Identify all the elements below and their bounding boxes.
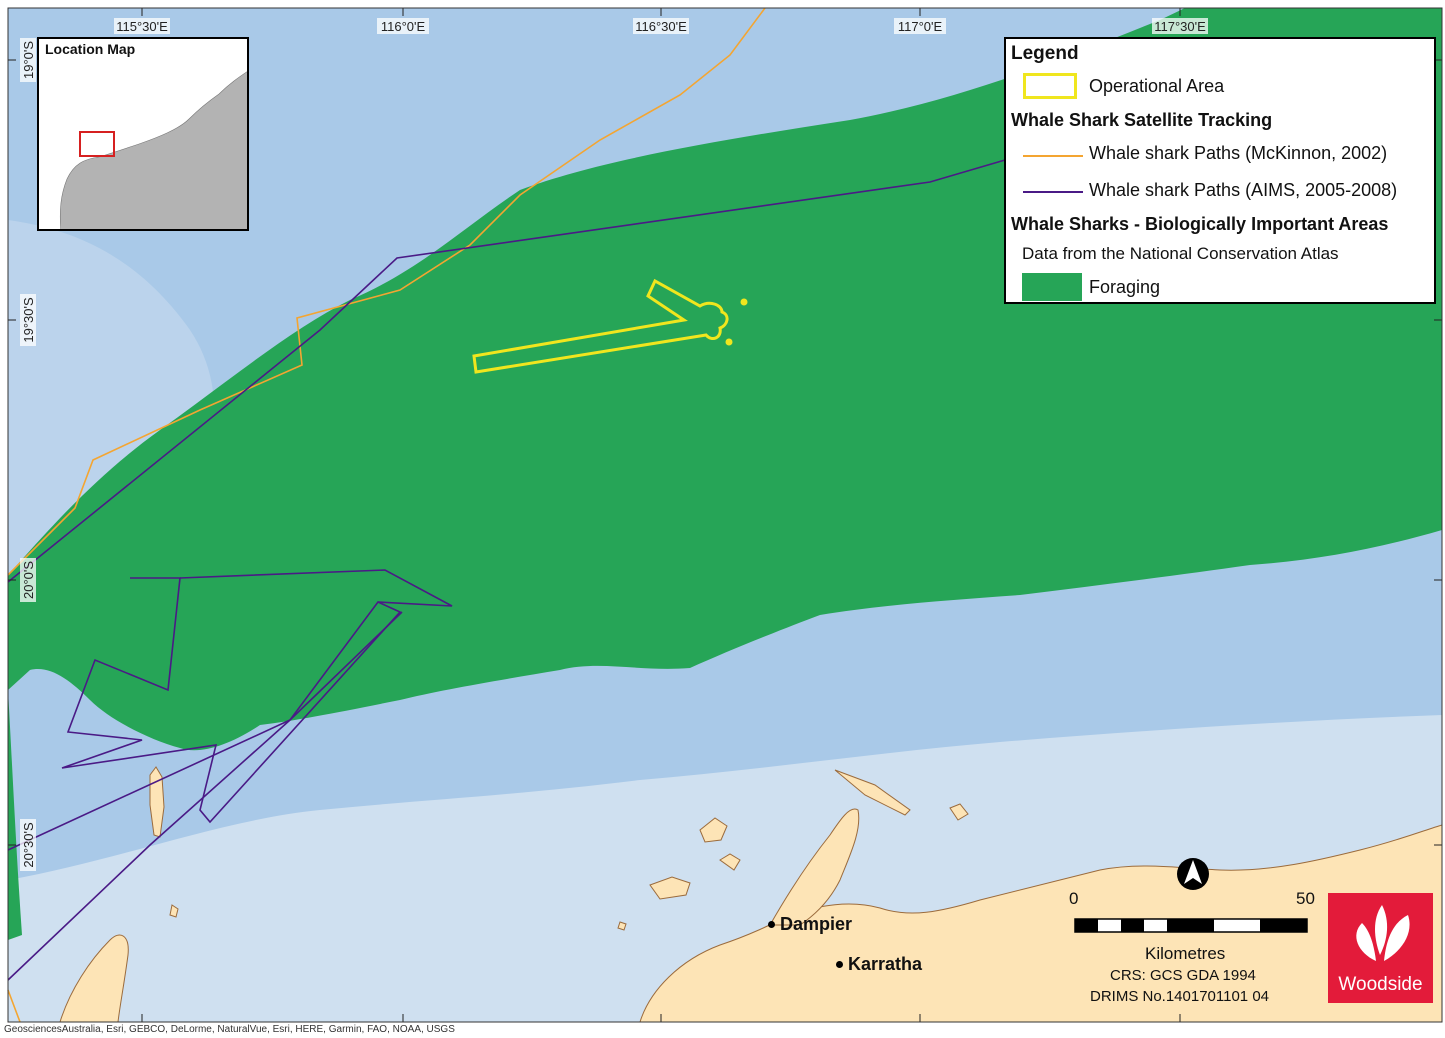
whale-shark-path-mckinnon xyxy=(7,7,766,576)
operational-area xyxy=(472,278,729,374)
dampier-marker xyxy=(768,921,775,928)
scale-bar xyxy=(1074,918,1308,933)
tick-bg xyxy=(20,558,36,602)
tick-bg xyxy=(633,18,689,34)
scale-unit-label: Kilometres xyxy=(1145,944,1226,963)
woodside-logo-icon xyxy=(1356,905,1410,961)
drims-label: DRIMS No.1401701101 04 xyxy=(1090,988,1270,1005)
lon-label-116-0: 116°0'E xyxy=(381,19,426,34)
legend: Legend Operational Area Whale Shark Sate… xyxy=(1004,37,1436,304)
inset-map xyxy=(39,39,247,229)
tick-bg xyxy=(894,18,946,34)
foraging-swatch xyxy=(1022,273,1082,301)
lat-label-19-30: 19°30'S xyxy=(21,297,36,343)
lon-label-115-30: 115°30'E xyxy=(116,19,168,34)
inset-australia xyxy=(59,71,247,229)
inset-extent-box xyxy=(79,131,115,157)
whale-shark-path-aims-north xyxy=(179,569,453,607)
burrup-peninsula xyxy=(769,808,860,926)
tick-bg xyxy=(114,18,170,34)
place-label-dampier: Dampier xyxy=(780,914,853,934)
aims-path-swatch xyxy=(1023,191,1083,193)
lat-label-19-0: 19°0'S xyxy=(21,41,36,79)
legend-path-aims: Whale shark Paths (AIMS, 2005-2008) xyxy=(1089,180,1398,200)
graticule xyxy=(8,8,1442,1022)
whale-shark-path-aims-sw xyxy=(7,611,403,981)
operational-area-swatch xyxy=(1023,73,1077,99)
tick-bg xyxy=(1152,18,1208,34)
data-credits: GeosciencesAustralia, Esri, GEBCO, DeLor… xyxy=(4,1024,455,1035)
map-border xyxy=(7,7,1443,1023)
inset-title: Location Map xyxy=(45,41,136,57)
tick-bg xyxy=(20,819,36,871)
island-southwest xyxy=(59,934,129,1023)
woodside-logo-text: Woodside xyxy=(1338,974,1423,995)
lat-label-20-0: 20°0'S xyxy=(21,561,36,599)
lon-label-117-0: 117°0'E xyxy=(898,19,943,34)
legend-foraging: Foraging xyxy=(1089,277,1161,297)
legend-bia-heading: Whale Sharks - Biologically Important Ar… xyxy=(1011,214,1389,234)
whale-shark-path-aims-main xyxy=(7,159,1006,583)
lat-label-20-30: 20°30'S xyxy=(21,822,36,868)
mainland xyxy=(639,824,1443,1023)
legend-path-mckinnon: Whale shark Paths (McKinnon, 2002) xyxy=(1089,143,1388,163)
place-label-karratha: Karratha xyxy=(848,954,923,974)
legend-tracking-heading: Whale Shark Satellite Tracking xyxy=(1011,110,1273,130)
tick-bg xyxy=(377,18,429,34)
lon-label-116-30: 116°30'E xyxy=(635,19,687,34)
whale-shark-path-aims-loop xyxy=(7,577,402,851)
scale-start-label: 0 xyxy=(1069,889,1079,908)
north-arrow-icon xyxy=(1177,858,1209,890)
foraging-strip xyxy=(8,690,22,940)
whale-shark-path-mckinnon-south xyxy=(7,989,21,1023)
karratha-marker xyxy=(836,961,843,968)
operational-area-point xyxy=(725,338,733,346)
woodside-logo: Woodside xyxy=(1328,893,1433,1003)
legend-title: Legend xyxy=(1011,43,1079,64)
mckinnon-path-swatch xyxy=(1023,155,1083,157)
tick-bg xyxy=(20,38,36,82)
location-map-inset: Location Map xyxy=(37,37,249,231)
scale-end-label: 50 xyxy=(1296,889,1315,908)
operational-area-point xyxy=(740,298,748,306)
lon-label-117-30: 117°30'E xyxy=(1154,19,1206,34)
tick-bg xyxy=(20,294,36,346)
crs-label: CRS: GCS GDA 1994 xyxy=(1110,967,1256,984)
legend-bia-note: Data from the National Conservation Atla… xyxy=(1022,244,1339,263)
archipelago xyxy=(149,766,969,931)
legend-operational-area: Operational Area xyxy=(1089,76,1225,96)
